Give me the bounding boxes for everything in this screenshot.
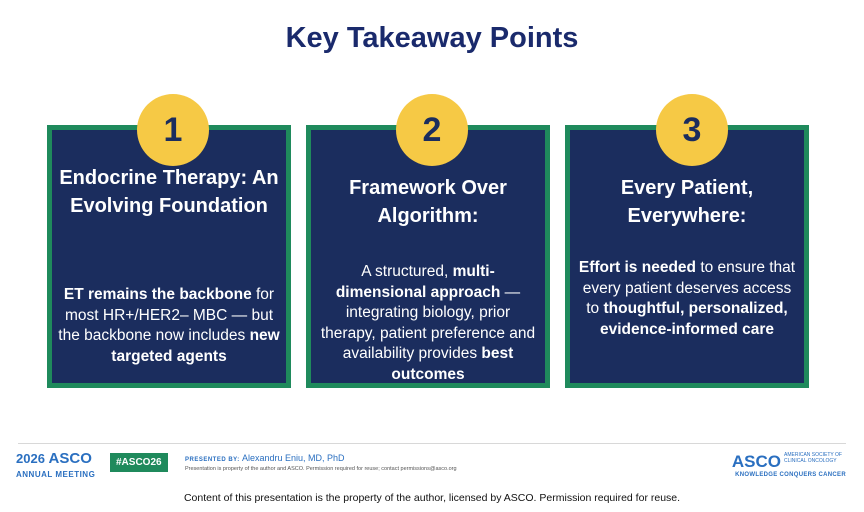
asco-logo-text: ASCO [731,452,781,471]
bold-text: ET remains the backbone [63,286,252,303]
body-text: to ensure that every patient deserves ac… [582,259,796,317]
meeting-sub: ANNUAL MEETING [16,470,96,479]
annual-meeting-logo: 2026 ASCO ANNUAL MEETING [16,450,96,482]
card-body: A structured, multi-dimensional approach… [317,262,539,385]
takeaway-card-2: Framework Over Algorithm: A structured, … [306,125,550,388]
number-badge-3: 3 [656,94,728,166]
presented-by-label: PRESENTED BY: [185,457,240,463]
meeting-year: 2026 [16,451,45,466]
takeaway-card-1: Endocrine Therapy: An Evolving Foundatio… [47,125,291,388]
meeting-name: ASCO [48,450,92,467]
society-name: AMERICAN SOCIETY OF CLINICAL ONCOLOGY [784,452,842,464]
footer-divider [18,443,846,444]
number-badge-2: 2 [396,94,468,166]
bold-text: thoughtful, personalized, evidence-infor… [599,300,788,338]
bold-text: Effort is needed [578,259,697,276]
card-heading: Endocrine Therapy: An Evolving Foundatio… [59,167,279,217]
bold-text: new targeted agents [111,327,280,365]
tagline: KNOWLEDGE CONQUERS CANCER [735,472,846,478]
bold-text: best outcomes [391,345,514,383]
card-body: ET remains the backbone for most HR+/HER… [58,285,280,367]
takeaway-card-3: Every Patient, Everywhere: Effort is nee… [565,125,809,388]
copyright-notice: Content of this presentation is the prop… [183,492,681,504]
card-body: Effort is needed to ensure that every pa… [576,258,798,340]
hashtag-badge: #ASCO26 [110,453,168,472]
bold-text: multi-dimensional approach [335,263,501,301]
presenter-name: Alexandru Eniu, MD, PhD [241,453,345,463]
presenter-note: Presentation is property of the author a… [185,466,457,472]
body-text: A structured, [361,263,453,280]
page-title: Key Takeaway Points [285,22,579,54]
body-text: for most HR+/HER2– MBC — but the backbon… [58,286,275,344]
body-text: — integrating biology, prior therapy, pa… [320,283,536,363]
card-heading: Every Patient, Everywhere: [620,177,754,227]
card-heading: Framework Over Algorithm: [349,177,507,227]
presenter-info: PRESENTED BY: Alexandru Eniu, MD, PhD Pr… [185,453,457,472]
number-badge-1: 1 [137,94,209,166]
